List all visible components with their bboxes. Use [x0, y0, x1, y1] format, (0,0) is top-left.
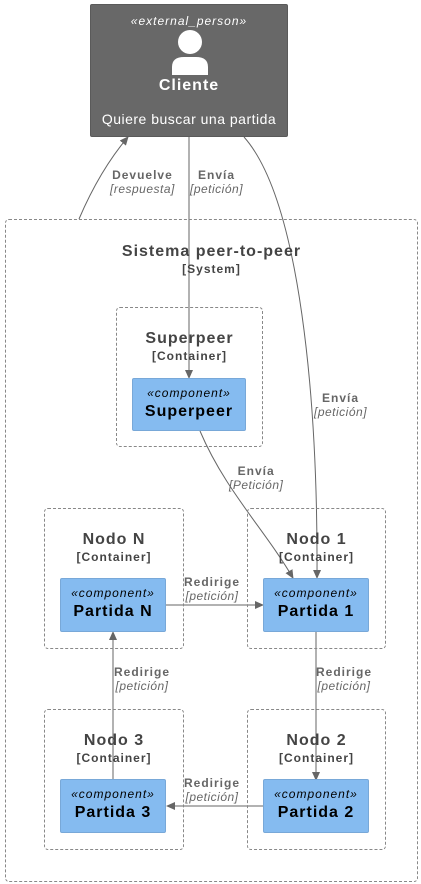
- relation-technology: [petición]: [115, 679, 169, 693]
- relation-technology: [petición]: [190, 182, 244, 196]
- container-type: [Container]: [152, 349, 227, 363]
- container-type: [Container]: [76, 751, 152, 765]
- component-name: Partida N: [73, 603, 153, 620]
- relation-technology: [petición]: [185, 790, 239, 804]
- component-stereotype: «component»: [274, 586, 358, 600]
- component-name: Partida 1: [277, 603, 355, 620]
- person-description: Quiere buscar una partida: [101, 111, 277, 127]
- person-name: Cliente: [158, 77, 220, 94]
- nodo-n-container: Nodo N [Container]: [44, 508, 184, 649]
- relation-technology: [petición]: [185, 589, 239, 603]
- container-type: [Container]: [76, 550, 152, 564]
- container-title: Superpeer: [145, 330, 234, 347]
- container-title: Nodo 1: [286, 531, 347, 548]
- system-boundary: Sistema peer-to-peer [System]: [5, 219, 418, 882]
- partida-n-component[interactable]: «component» Partida N: [60, 578, 166, 632]
- redirige-3-n-relation-label: Redirige [petición]: [114, 665, 170, 693]
- component-stereotype: «component»: [71, 586, 155, 600]
- envia-partida1-line: [243, 136, 322, 579]
- relation-label: Redirige: [184, 575, 241, 589]
- container-title: Nodo N: [82, 531, 146, 548]
- envia-from-superpeer-line: [199, 430, 294, 579]
- container-title: Nodo 3: [83, 732, 145, 749]
- partida-3-component[interactable]: «component» Partida 3: [60, 779, 166, 833]
- container-type: [Container]: [279, 751, 354, 765]
- relation-label: Envía: [322, 391, 360, 405]
- envia-from-superpeer-relation-label: Envía [Petición]: [229, 464, 283, 492]
- relation-label: Redirige: [184, 776, 241, 790]
- nodo-1-container: Nodo 1 [Container]: [247, 508, 386, 649]
- superpeer-container: Superpeer [Container]: [116, 307, 263, 447]
- relation-label: Redirige: [316, 665, 373, 679]
- system-type: [System]: [182, 262, 241, 276]
- relation-label: Envía: [198, 168, 236, 182]
- component-stereotype: «component»: [71, 787, 155, 801]
- redirige-n-1-relation-label: Redirige [petición]: [184, 575, 240, 603]
- nodo-2-container: Nodo 2 [Container]: [247, 709, 386, 850]
- nodo-3-container: Nodo 3 [Container]: [44, 709, 184, 850]
- component-name: Partida 2: [277, 804, 355, 821]
- container-type: [Container]: [279, 550, 354, 564]
- system-title: Sistema peer-to-peer: [121, 243, 302, 260]
- devuelve-line: [78, 136, 129, 220]
- person-icon: [172, 30, 208, 75]
- component-name: Superpeer: [144, 403, 234, 420]
- partida-2-component[interactable]: «component» Partida 2: [263, 779, 369, 833]
- relation-technology: [petición]: [314, 405, 368, 419]
- redirige-1-2-relation-label: Redirige [petición]: [316, 665, 372, 693]
- relation-label: Devuelve: [112, 168, 173, 182]
- component-name: Partida 3: [74, 804, 152, 821]
- relation-technology: [respuesta]: [110, 182, 175, 196]
- relation-label: Redirige: [114, 665, 171, 679]
- person-stereotype: «external_person»: [130, 14, 248, 28]
- partida-1-component[interactable]: «component» Partida 1: [263, 578, 369, 632]
- container-title: Nodo 2: [286, 732, 347, 749]
- component-stereotype: «component»: [274, 787, 358, 801]
- envia-superpeer-relation-label: Envía [petición]: [190, 168, 243, 196]
- superpeer-component[interactable]: «component» Superpeer: [132, 378, 246, 431]
- component-stereotype: «component»: [147, 386, 231, 400]
- redirige-2-3-relation-label: Redirige [petición]: [184, 776, 240, 804]
- relation-label: Envía: [237, 464, 275, 478]
- relation-technology: [petición]: [317, 679, 371, 693]
- relation-technology: [Petición]: [229, 478, 284, 492]
- cliente-person[interactable]: «external_person» Cliente Quiere buscar …: [90, 4, 288, 137]
- devuelve-relation-label: Devuelve [respuesta]: [110, 168, 175, 196]
- envia-partida1-relation-label: Envía [petición]: [314, 391, 367, 419]
